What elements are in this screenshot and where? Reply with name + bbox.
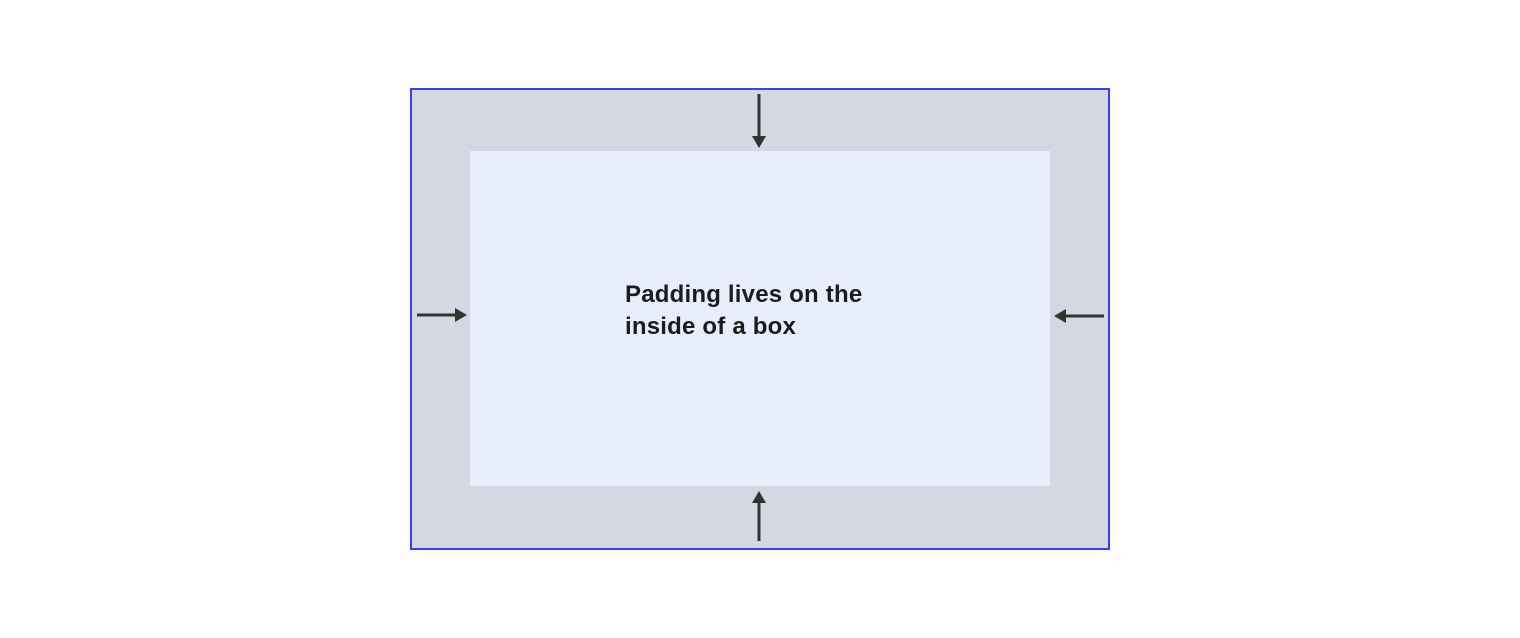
- arrow-head: [1054, 309, 1066, 323]
- arrow-head: [752, 136, 766, 148]
- arrow-head: [455, 308, 467, 322]
- arrow-right-icon: [417, 308, 467, 322]
- padding-label: Padding lives on the inside of a box: [625, 281, 863, 340]
- arrow-left-icon: [1054, 309, 1104, 323]
- arrow-up-icon: [752, 491, 766, 541]
- outer-box: Padding lives on the inside of a box: [410, 88, 1110, 550]
- content-box: Padding lives on the inside of a box: [470, 151, 1050, 486]
- arrow-down-icon: [752, 94, 766, 148]
- arrow-head: [752, 491, 766, 503]
